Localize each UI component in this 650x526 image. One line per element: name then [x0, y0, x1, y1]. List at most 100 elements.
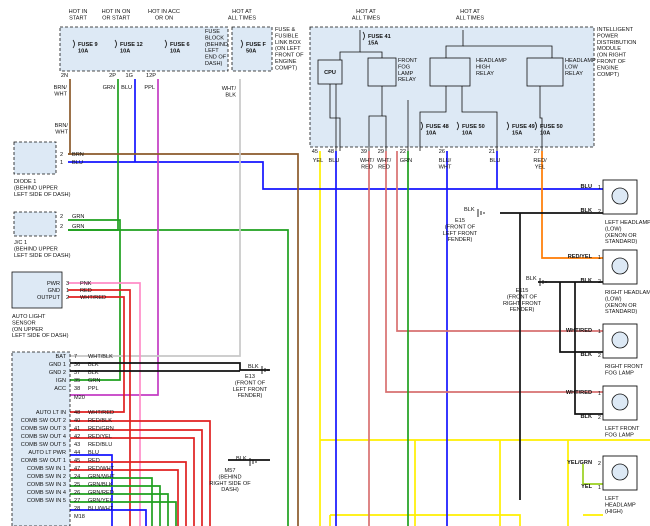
e13-ground-icon	[261, 366, 269, 374]
module-term-2: GND 2	[49, 370, 66, 376]
top-pin-12P: 12P	[146, 73, 156, 79]
module-color-6: WHT/RED	[88, 410, 114, 416]
ipdm-internal	[329, 30, 564, 151]
wire-brn-diode	[68, 153, 299, 526]
module-color-10: RED/BLU	[88, 442, 112, 448]
als-color-2: WHT/RED	[80, 295, 106, 301]
module-term-0: BAT	[56, 354, 67, 360]
left-front-fog-lamp-pin-0: 1	[598, 391, 601, 397]
wire-grnred-26	[68, 493, 169, 526]
left-headlamp-high-pcolor-0: YEL/GRN	[567, 460, 592, 466]
ipdm-pin-4: 22	[400, 149, 406, 155]
right-headlamp-low-pcolor-1: BLK	[581, 278, 593, 284]
module-term-13: COMB SW IN 1	[27, 466, 66, 472]
left-front-fog-lamp-pcolor-0: WHT/RED	[566, 390, 592, 396]
module-term-8: COMB SW OUT 3	[21, 426, 66, 432]
ipdm-color-5: BLU/WHT	[439, 158, 452, 170]
wire-redgrn-41	[68, 429, 203, 526]
wire-yelgrn-high	[582, 464, 603, 485]
module-color-16: GRN/RED	[88, 490, 114, 496]
wire-blk-gnd1	[68, 362, 270, 371]
ipdm-box	[309, 26, 595, 148]
diode-pin-0: 2	[60, 152, 63, 158]
module-pin-11: 44	[74, 450, 80, 456]
jc-pin-0: 2	[60, 214, 63, 220]
module-pin-19: M18	[74, 514, 85, 520]
top-color-3: PPL	[144, 85, 155, 91]
right-front-fog-lamp-pcolor-0: WHT/RED	[566, 328, 592, 334]
ipdm-pin-7: 27	[534, 149, 540, 155]
module-box	[11, 351, 71, 526]
top-color-0: BRN/WHT	[54, 85, 68, 97]
module-color-8: RED/GRN	[88, 426, 114, 432]
e15-color: BLK	[464, 207, 475, 213]
module-pin-8: 41	[74, 426, 80, 432]
wire-red-als	[68, 289, 131, 526]
als-pin-2: 2	[66, 295, 69, 301]
module-color-18: BLU/WHT	[88, 506, 114, 512]
wire-blk-fogl	[574, 282, 603, 415]
module-pin-14: 24	[74, 474, 80, 480]
ipdm-color-6: BLU	[490, 158, 501, 164]
module-pin-15: 25	[74, 482, 80, 488]
als-color-0: PNK	[80, 281, 92, 287]
ipdm-pin-0: 45	[312, 149, 318, 155]
module-pin-4: 38	[74, 386, 80, 392]
jc-pin-1: 2	[60, 224, 63, 230]
ipdm-pin-5: 26	[439, 149, 445, 155]
m57-ground-icon	[249, 458, 257, 466]
left-headlamp-high-bulb-icon	[611, 463, 629, 481]
wire-whtred-fogr	[396, 151, 603, 332]
module-color-7: RED/BLK	[88, 418, 112, 424]
module-pin-7: 40	[74, 418, 80, 424]
als-term-2: OUTPUT	[37, 295, 61, 301]
module-term-4: ACC	[54, 386, 66, 392]
jc-box	[13, 211, 57, 237]
right-front-fog-lamp-bulb-icon	[611, 331, 629, 349]
diode-color-1: BLU	[72, 160, 83, 166]
jc-color-1: GRN	[72, 224, 84, 230]
right-headlamp-low-bulb-icon	[611, 257, 629, 275]
module-term-3: IGN	[56, 378, 66, 384]
module-term-10: COMB SW OUT 5	[21, 442, 66, 448]
als-pin-0: 3	[66, 281, 69, 287]
module-term-11: AUTO LT PWR	[28, 450, 66, 456]
wire-grn-long	[68, 229, 289, 526]
wire-blu-diode	[68, 161, 603, 190]
wire-redyel-ipdm27	[541, 151, 603, 259]
module-pin-1: 36	[74, 362, 80, 368]
fuse-48-icon	[420, 121, 423, 131]
module-color-2: BLK	[88, 370, 99, 376]
left-headlamp-high-pcolor-1: YEL	[581, 484, 592, 490]
als-term-0: PWR	[47, 281, 60, 287]
left-headlamp-high-pin-0: 2	[598, 461, 601, 467]
module-pin-13: 47	[74, 466, 80, 472]
module-pin-3: 35	[74, 378, 80, 384]
module-color-11: BLU	[88, 450, 99, 456]
wire-pnk-als	[68, 282, 141, 526]
top-color-2: BLU	[121, 85, 132, 91]
wire-whtred-als	[68, 296, 125, 413]
left-front-fog-lamp-pcolor-1: BLK	[581, 414, 593, 420]
module-color-3: GRN	[88, 378, 100, 384]
diode-pin-1: 1	[60, 160, 63, 166]
